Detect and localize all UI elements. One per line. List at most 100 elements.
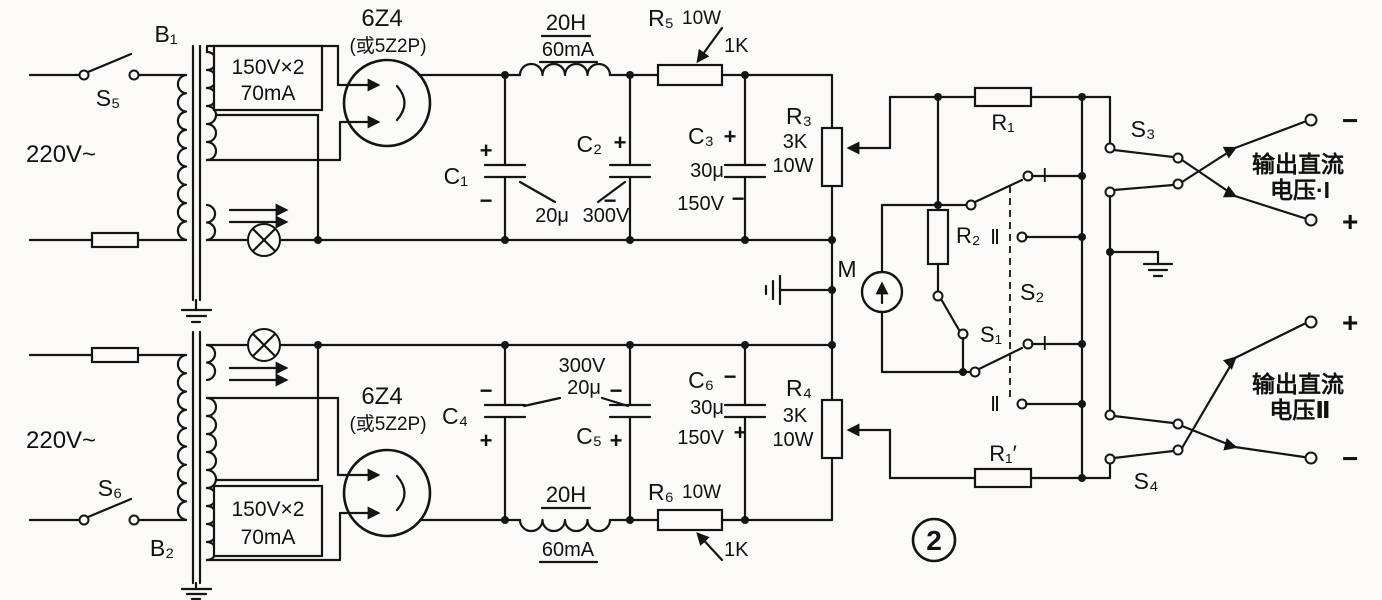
c4-c5-value-callout: 300V 20μ (522, 355, 630, 408)
bottom-supply: 220V~ S₆ B₂ 150V×2 70mA (26, 328, 892, 600)
label-c6-voltage: 150V (677, 427, 724, 449)
capacitor-c3: C₃ + 30μ 150V − (677, 73, 767, 242)
c1-c2-value-callout: 20μ 300V (518, 180, 630, 227)
c5-plus: + (610, 428, 623, 453)
rectifier-tube-top: 6Z4 (或5Z2P) (342, 5, 432, 148)
label-s4: S₄ (1134, 468, 1159, 494)
figure-number-badge: 2 (911, 517, 957, 563)
out1-neg-sign: − (1342, 105, 1358, 136)
c3-plus: + (724, 124, 737, 149)
selector-s2: I Ⅱ I Ⅱ S₂ (965, 165, 1084, 416)
label-c6-value: 30μ (690, 397, 724, 419)
pilot-lamp-bottom (205, 328, 320, 387)
cathode (395, 84, 406, 122)
label-choke-bottom-h: 20H (546, 482, 586, 507)
s2-contact-2-top: Ⅱ (990, 227, 1000, 249)
label-b1: B₁ (154, 21, 177, 47)
label-secondary-bottom: 150V×2 (232, 498, 305, 521)
b-minus-rail-bottom: 20H 60mA R₆ 10W 1K (418, 456, 834, 564)
switch-s1: S₁ (932, 262, 1002, 374)
resistor-r3: R₃ 3K 10W (772, 95, 892, 188)
c3-minus: − (732, 186, 745, 211)
label-c3: C₃ (688, 123, 714, 149)
out1-pos-sign: + (1342, 206, 1358, 237)
resistor-r1: R₁ (888, 86, 1112, 135)
c4-minus: − (480, 378, 493, 403)
capacitor-c4: C₄ − + (442, 343, 527, 522)
ground-transformer-top (180, 298, 213, 324)
mains-input-bottom: 220V~ S₆ B₂ (26, 346, 188, 561)
out1-caption-line2: 电压·I (1270, 177, 1330, 203)
label-r6-value: 1K (724, 539, 749, 561)
c6-plus: + (734, 420, 747, 445)
fuse-bottom (90, 346, 140, 364)
secondary-label-box-bottom (212, 484, 324, 558)
c5-minus: − (610, 378, 623, 403)
primary-winding-bottom (176, 353, 188, 521)
figure-number: 2 (926, 525, 942, 556)
label-c12-voltage: 300V (583, 205, 630, 227)
filament-winding-top (205, 203, 217, 242)
mains-input-top: 220V~ S₅ B₁ (26, 21, 188, 249)
ground-center (764, 274, 834, 306)
out2-pos-sign: + (1342, 307, 1358, 338)
label-r5-value: 1K (724, 35, 749, 57)
label-choke-top-h: 20H (546, 10, 586, 35)
label-c5: C₅ (576, 423, 602, 449)
capacitor-c1: C₁ + − (444, 73, 527, 242)
label-c2: C₂ (576, 131, 602, 157)
pilot-lamp-top (205, 203, 320, 257)
s2-contact-1-top: I (1042, 165, 1048, 187)
choke-bottom-coil (518, 518, 612, 533)
rectifier-tube-bottom: 6Z4 (或5Z2P) (342, 383, 432, 538)
terminal-out1-neg (1304, 113, 1318, 127)
output-1: − + 输出直流 电压·I (1180, 105, 1358, 237)
c1-minus: − (480, 188, 493, 213)
c4-plus: + (480, 428, 493, 453)
primary-winding-top (176, 73, 188, 241)
label-s6: S₆ (98, 475, 123, 501)
switch-s3: S₃ (1104, 95, 1184, 198)
junction-dots (314, 71, 1114, 524)
out2-neg-sign: − (1342, 443, 1358, 474)
label-r6-power: 10W (682, 482, 721, 503)
label-r2: R₂ (956, 223, 980, 248)
label-c45-voltage: 300V (559, 355, 606, 377)
label-r6: R₆ (648, 479, 674, 505)
meter-network: M R₂ S₁ I Ⅱ I Ⅱ S₂ 2 (837, 95, 1084, 563)
c2-plus: + (614, 130, 627, 155)
label-r5: R₅ (648, 5, 674, 31)
secondary-hv-winding-top (205, 50, 218, 162)
label-r3: R₃ (786, 103, 812, 129)
label-secondary-current-top: 70mA (241, 82, 296, 105)
label-c6: C₆ (688, 367, 714, 393)
label-r3-value: 3K (783, 131, 808, 153)
out1-caption-line1: 输出直流 (1252, 151, 1344, 177)
label-s5: S₅ (96, 85, 121, 111)
output-section: R₁ R₁′ S₃ − + 输出直流 电压·I (888, 86, 1358, 494)
label-s1: S₁ (980, 322, 1002, 347)
transformer-b1: 150V×2 70mA (176, 44, 350, 324)
center-column (764, 184, 834, 402)
secondary-label-box-top (212, 44, 324, 112)
fuse-top (90, 231, 140, 249)
capacitor-c2: C₂ + − (576, 73, 652, 242)
label-c12-value: 20μ (535, 205, 569, 227)
label-mains-top: 220V~ (26, 141, 96, 168)
capacitor-c5: C₅ − + (576, 343, 652, 522)
terminal-out1-pos (1304, 213, 1318, 227)
label-c1: C₁ (444, 163, 469, 189)
label-c3-value: 30μ (690, 160, 724, 182)
r6-adjust-arrow (696, 532, 724, 562)
label-s3: S₃ (1131, 116, 1156, 142)
label-b2: B₂ (150, 535, 174, 561)
meter-m: M (837, 256, 904, 314)
label-mains-bottom: 220V~ (26, 427, 96, 454)
label-r1-prime: R₁′ (989, 441, 1016, 466)
label-choke-bottom-ma: 60mA (542, 539, 595, 561)
out2-caption-line2: 电压Ⅱ (1269, 397, 1330, 423)
terminal-out2-pos (1304, 315, 1318, 329)
label-tube-top-alt: (或5Z2P) (349, 35, 426, 57)
switch-s5 (78, 52, 140, 81)
